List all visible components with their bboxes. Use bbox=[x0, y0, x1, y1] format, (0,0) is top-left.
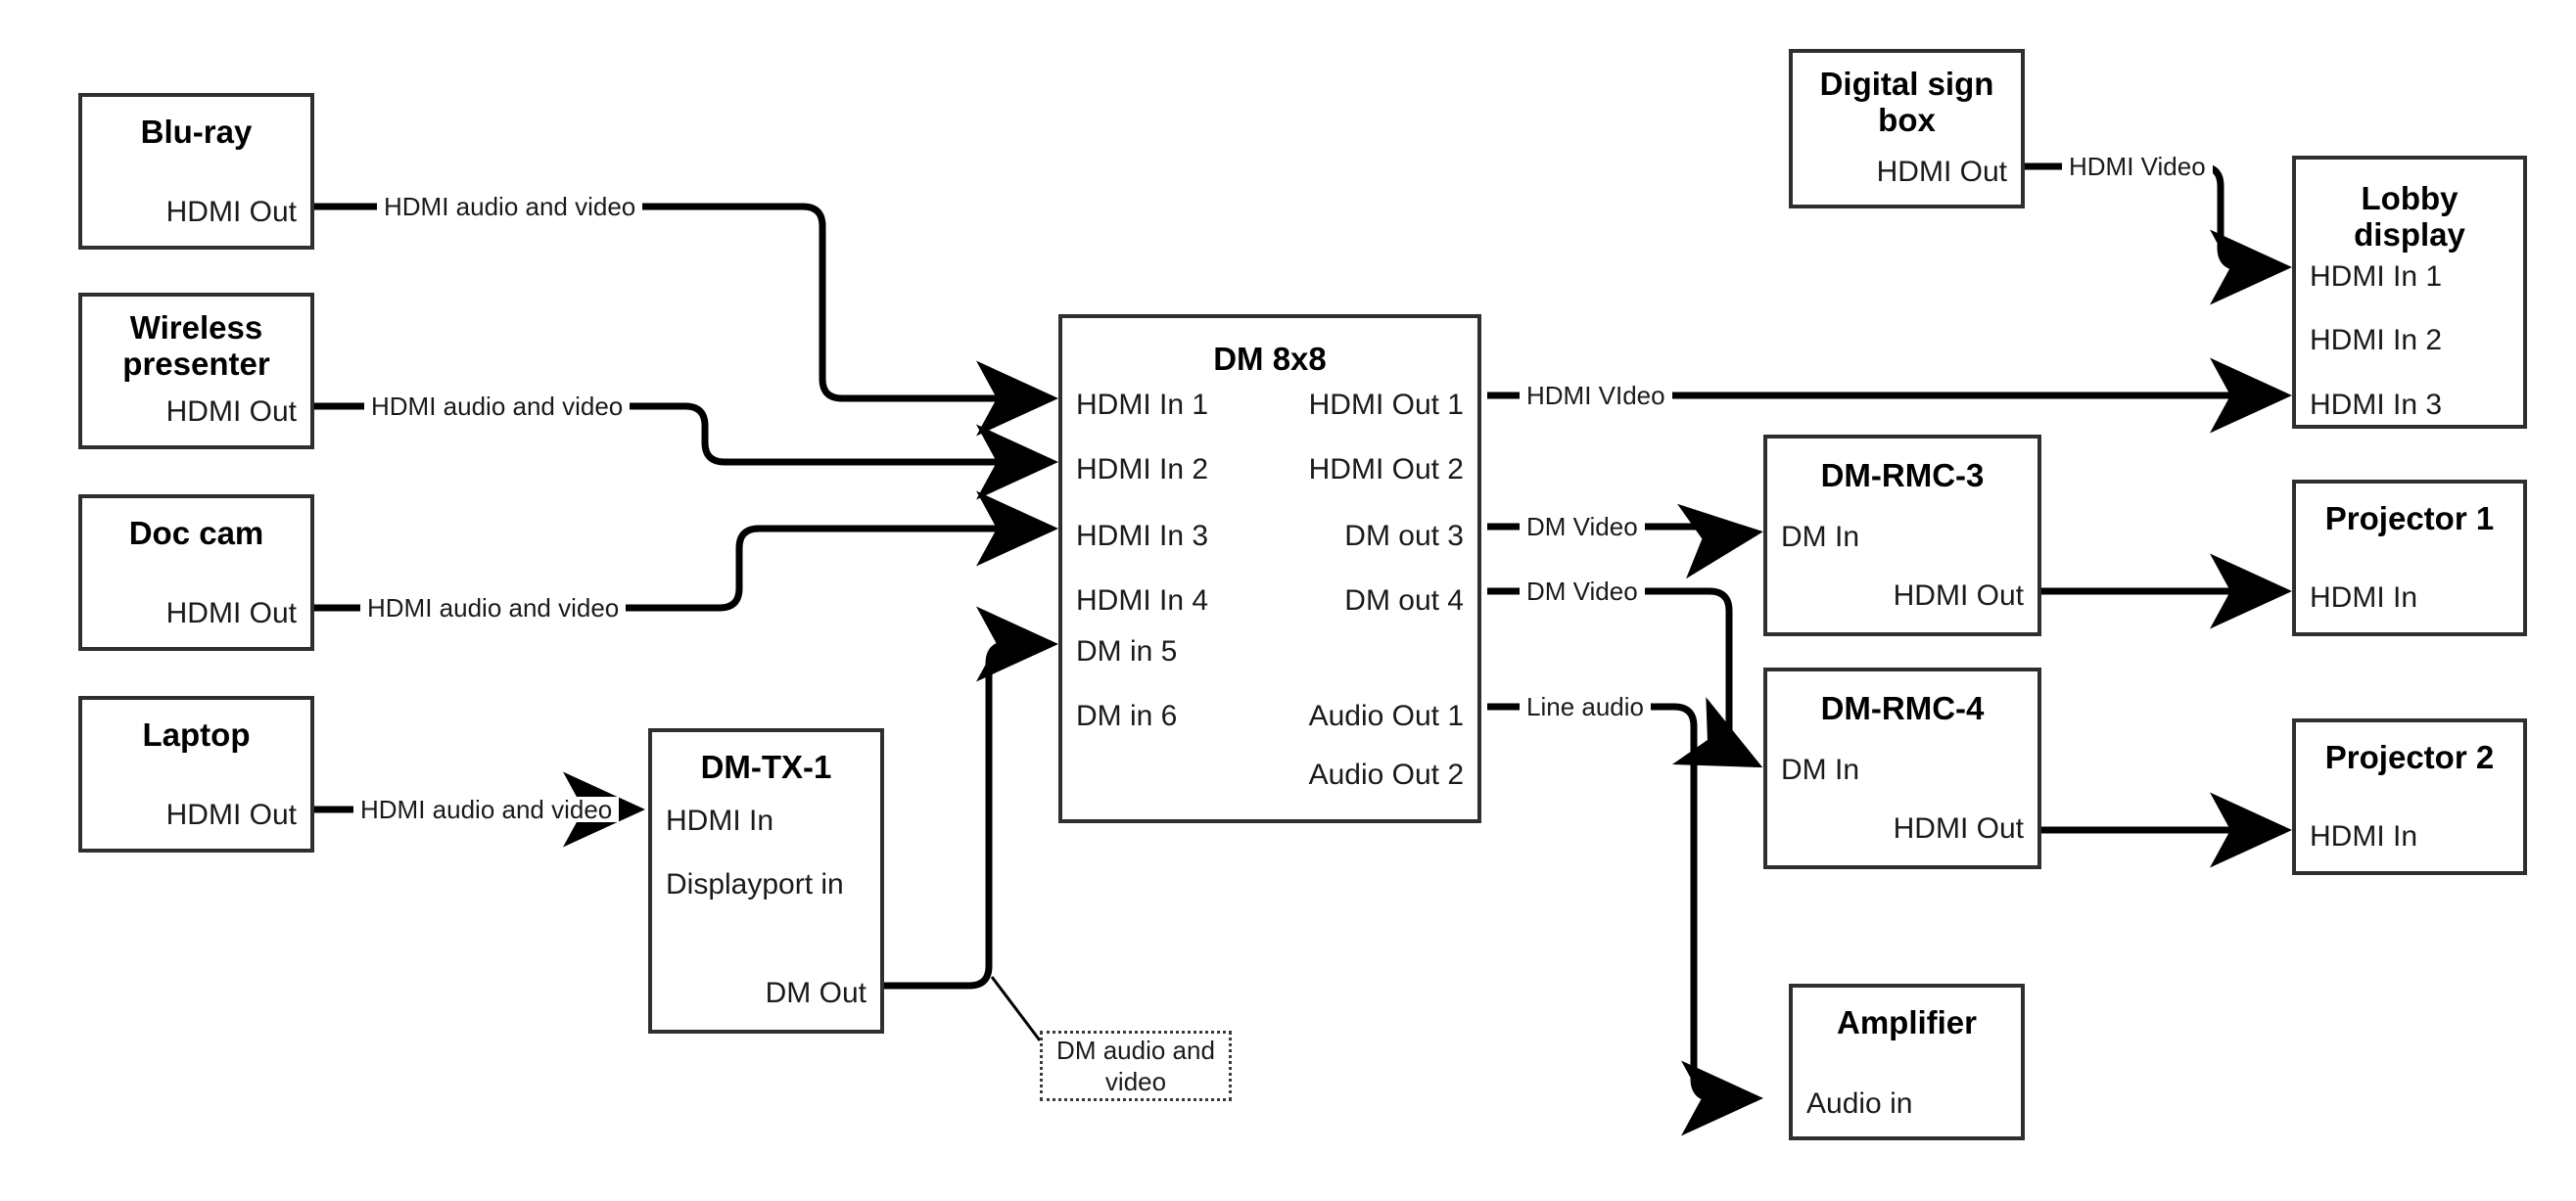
node-dm-8x8-port-audio-out-1: Audio Out 1 bbox=[1308, 700, 1464, 732]
node-amplifier-title: Amplifier bbox=[1836, 1004, 1978, 1040]
node-dm-rmc-4[interactable]: DM-RMC-4 DM In HDMI Out bbox=[1763, 668, 2041, 869]
node-dm-8x8-port-dm-out-3: DM out 3 bbox=[1344, 520, 1464, 552]
node-dm-8x8-port-hdmi-in-1: HDMI In 1 bbox=[1076, 389, 1209, 421]
node-projector-2-port-hdmi-in: HDMI In bbox=[2310, 820, 2418, 853]
node-dm-rmc-4-title: DM-RMC-4 bbox=[1820, 690, 1985, 726]
node-bluray[interactable]: Blu-ray HDMI Out bbox=[78, 93, 314, 250]
node-dm-8x8-port-hdmi-out-2: HDMI Out 2 bbox=[1308, 453, 1464, 485]
node-amplifier-port-audio-in: Audio in bbox=[1806, 1087, 1913, 1120]
wire-label-dm-out4: DM Video bbox=[1520, 578, 1645, 604]
node-lobby-display-port-hdmi-in-3: HDMI In 3 bbox=[2310, 389, 2443, 421]
node-laptop-port-hdmi-out: HDMI Out bbox=[165, 799, 297, 831]
node-bluray-title: Blu-ray bbox=[140, 114, 253, 150]
wire-sign-to-lobby-hdmi-in-1 bbox=[2025, 162, 2292, 305]
node-dm-rmc-3-port-hdmi-out: HDMI Out bbox=[1893, 579, 2024, 612]
node-lobby-display-port-hdmi-in-2: HDMI In 2 bbox=[2310, 324, 2443, 356]
node-dm-tx-1[interactable]: DM-TX-1 HDMI In Displayport in DM Out bbox=[648, 728, 884, 1034]
node-dm-8x8-title: DM 8x8 bbox=[1213, 341, 1327, 377]
wire-dm-audioout1-to-amplifier bbox=[1487, 703, 1763, 1136]
node-dm-8x8-port-hdmi-in-4: HDMI In 4 bbox=[1076, 584, 1209, 617]
wire-label-dm-out3: DM Video bbox=[1520, 514, 1645, 539]
node-digital-sign-box[interactable]: Digital sign box HDMI Out bbox=[1789, 49, 2025, 208]
node-dm-8x8-port-hdmi-in-3: HDMI In 3 bbox=[1076, 520, 1209, 552]
node-laptop-title: Laptop bbox=[142, 716, 251, 753]
wire-doccam-to-dm-hdmi-in-3 bbox=[314, 490, 1058, 612]
node-dm-rmc-3[interactable]: DM-RMC-3 DM In HDMI Out bbox=[1763, 435, 2041, 636]
node-projector-2-title: Projector 2 bbox=[2324, 739, 2495, 775]
wire-label-sign-to-lobby: HDMI Video bbox=[2062, 154, 2213, 179]
node-wireless-presenter[interactable]: Wireless presenter HDMI Out bbox=[78, 293, 314, 449]
node-laptop[interactable]: Laptop HDMI Out bbox=[78, 696, 314, 853]
wire-dmtx1-to-dm-in-5 bbox=[884, 606, 1058, 990]
wire-label-laptop: HDMI audio and video bbox=[353, 797, 620, 822]
node-doc-cam-port-hdmi-out: HDMI Out bbox=[165, 597, 297, 629]
note-dm-audio-and-video: DM audio and video bbox=[1040, 1031, 1232, 1101]
node-digital-sign-box-title: Digital sign box bbox=[1819, 66, 1994, 138]
node-wireless-presenter-title: Wireless presenter bbox=[122, 309, 270, 382]
leader-dm-audio-video-note bbox=[990, 976, 1042, 1041]
wire-wireless-to-dm-hdmi-in-2 bbox=[314, 402, 1058, 500]
node-dm-8x8-port-dm-in-6: DM in 6 bbox=[1076, 700, 1178, 732]
wire-label-dm-hdmiout1: HDMI VIdeo bbox=[1520, 383, 1672, 408]
node-dm-tx-1-port-dm-out: DM Out bbox=[765, 977, 866, 1009]
node-dm-8x8-port-dm-in-5: DM in 5 bbox=[1076, 635, 1178, 668]
node-doc-cam[interactable]: Doc cam HDMI Out bbox=[78, 494, 314, 651]
node-dm-rmc-3-port-dm-in: DM In bbox=[1781, 521, 1860, 553]
node-dm-tx-1-title: DM-TX-1 bbox=[700, 749, 832, 785]
node-dm-rmc-3-title: DM-RMC-3 bbox=[1820, 457, 1985, 493]
wire-bluray-to-dm-hdmi-in-1 bbox=[314, 203, 1058, 437]
node-projector-1[interactable]: Projector 1 HDMI In bbox=[2292, 480, 2527, 636]
node-wireless-presenter-port-hdmi-out: HDMI Out bbox=[165, 395, 297, 428]
node-lobby-display-title: Lobby display bbox=[2354, 180, 2465, 253]
node-dm-tx-1-port-displayport-in: Displayport in bbox=[666, 868, 844, 901]
node-projector-1-title: Projector 1 bbox=[2324, 500, 2495, 536]
node-dm-8x8-port-hdmi-out-1: HDMI Out 1 bbox=[1308, 389, 1464, 421]
wire-dm-out3-to-rmc3 bbox=[1487, 503, 1763, 579]
node-lobby-display-port-hdmi-in-1: HDMI In 1 bbox=[2310, 260, 2443, 293]
node-projector-2[interactable]: Projector 2 HDMI In bbox=[2292, 718, 2527, 875]
node-dm-rmc-4-port-dm-in: DM In bbox=[1781, 754, 1860, 786]
node-projector-1-port-hdmi-in: HDMI In bbox=[2310, 581, 2418, 614]
node-dm-tx-1-port-hdmi-in: HDMI In bbox=[666, 805, 774, 837]
node-bluray-port-hdmi-out: HDMI Out bbox=[165, 196, 297, 228]
wire-label-bluray: HDMI audio and video bbox=[377, 194, 643, 219]
wire-label-doccam: HDMI audio and video bbox=[360, 595, 627, 621]
wire-label-wireless: HDMI audio and video bbox=[364, 393, 631, 419]
wire-label-dm-audioout1: Line audio bbox=[1520, 694, 1651, 719]
node-amplifier[interactable]: Amplifier Audio in bbox=[1789, 984, 2025, 1140]
node-dm-8x8-port-dm-out-4: DM out 4 bbox=[1344, 584, 1464, 617]
node-lobby-display[interactable]: Lobby display HDMI In 1 HDMI In 2 HDMI I… bbox=[2292, 156, 2527, 429]
node-dm-8x8[interactable]: DM 8x8 HDMI In 1 HDMI In 2 HDMI In 3 HDM… bbox=[1058, 314, 1481, 823]
node-dm-8x8-port-hdmi-in-2: HDMI In 2 bbox=[1076, 453, 1209, 485]
node-digital-sign-box-port-hdmi-out: HDMI Out bbox=[1876, 156, 2007, 188]
node-dm-8x8-port-audio-out-2: Audio Out 2 bbox=[1308, 759, 1464, 791]
node-doc-cam-title: Doc cam bbox=[128, 515, 264, 551]
wire-dm-out4-to-rmc4 bbox=[1487, 587, 1763, 768]
node-dm-rmc-4-port-hdmi-out: HDMI Out bbox=[1893, 812, 2024, 845]
